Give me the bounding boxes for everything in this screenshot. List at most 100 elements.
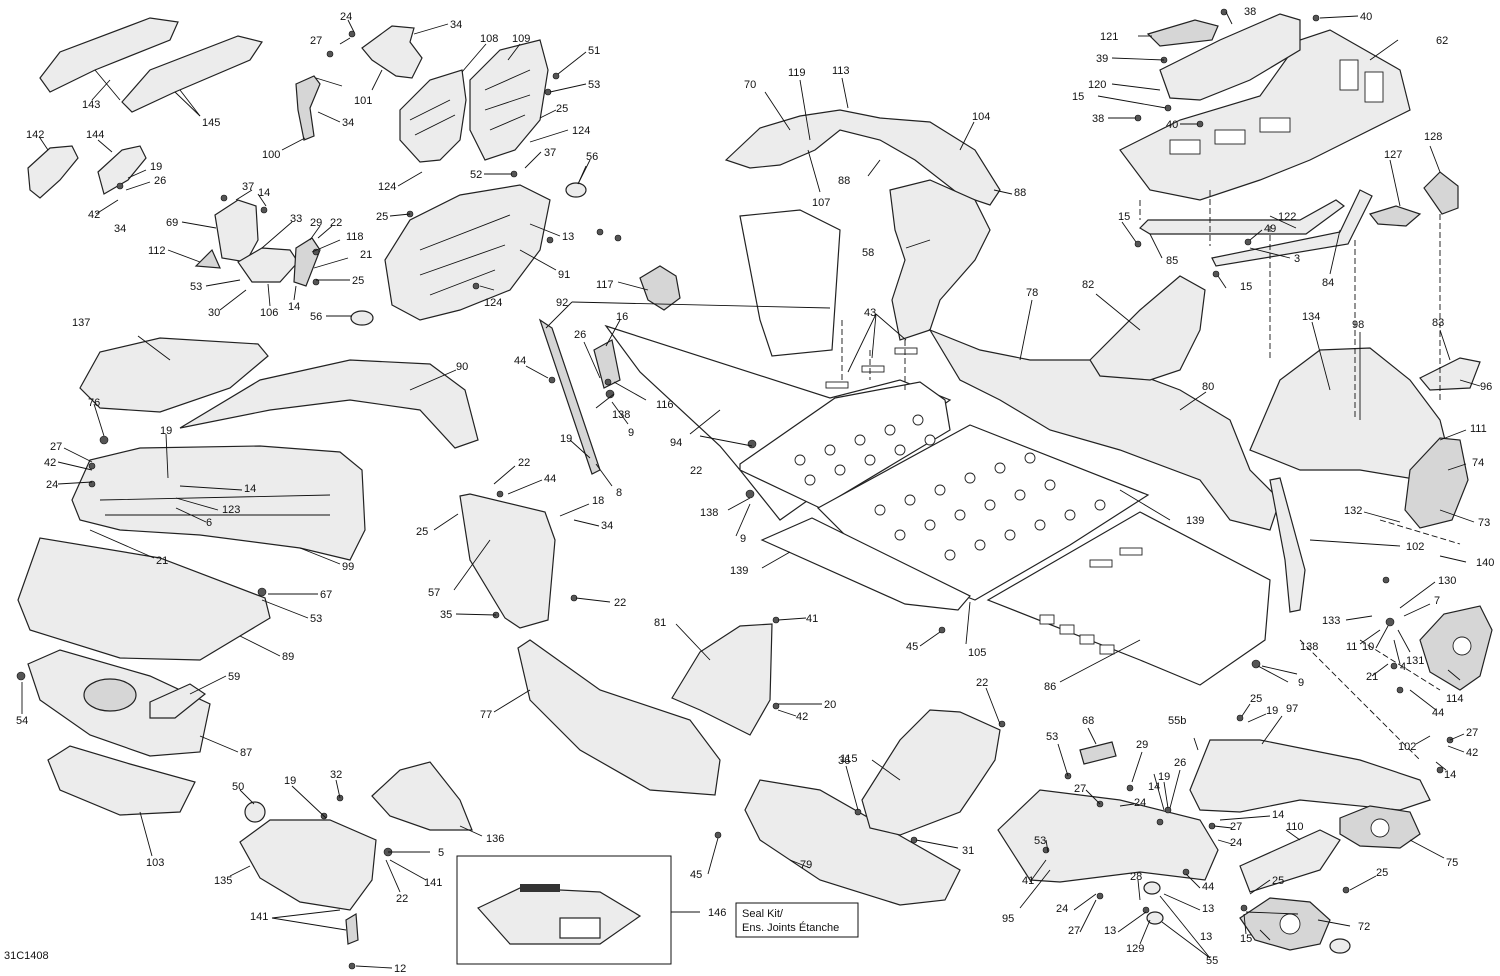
callout: 8 [616,487,622,499]
callout: 86 [1044,681,1056,693]
part-69 [214,199,259,263]
callout: 88 [1014,187,1026,199]
callout: 33 [290,213,302,225]
callout: 140 [1476,557,1494,569]
part-62-rear-rack [1119,29,1411,201]
callout: 15 [1118,211,1130,223]
part-89 [17,537,271,661]
callout: 74 [1472,457,1484,469]
callout: 43 [864,307,876,319]
callout: 37 [242,181,254,193]
part-142 [27,145,79,199]
callout: 107 [812,197,830,209]
callout: 139 [1186,515,1204,527]
callout: 138 [1300,641,1318,653]
callout: 19 [1266,705,1278,717]
part-56-plug-b [350,310,374,326]
callout: 27 [50,441,62,453]
part-83 [1419,357,1481,391]
callout: 58 [862,247,874,259]
part-91 [384,184,551,321]
callout: 44 [544,473,556,485]
callout: 59 [228,671,240,683]
callout: 91 [558,269,570,281]
callout: 54 [16,715,28,727]
callout: 36 [838,755,850,767]
callout: 34 [450,19,462,31]
callout: 44 [1432,707,1444,719]
callout: 44 [1202,881,1214,893]
callout: 13 [562,231,574,243]
callout: 118 [346,231,364,243]
callout: 119 [788,67,806,79]
callout: 101 [354,95,372,107]
callout: 111 [1470,423,1487,435]
seal-kit-box [456,855,859,965]
callout: 20 [824,699,836,711]
callout: 124 [572,125,590,137]
part-141-clip [345,912,359,945]
callout: 4 [1400,661,1406,673]
assembly-dashed-lines [841,190,1461,761]
callout: 114 [1446,693,1464,705]
callout: 25 [1376,867,1388,879]
callout: 53 [310,613,322,625]
callout: 50 [232,781,244,793]
callout: 120 [1088,79,1106,91]
callout: 115 [840,753,858,765]
drawing-code: 31C1408 [4,950,49,962]
callout: 27 [1074,783,1086,795]
callout: 80 [1202,381,1214,393]
callout: 42 [44,457,56,469]
callout: 25 [556,103,568,115]
callout: 14 [244,483,256,495]
callout: 24 [1230,837,1242,849]
callout: 134 [1302,311,1320,323]
callout: 96 [1480,381,1492,393]
callout: 26 [1174,757,1186,769]
callout: 24 [340,11,352,23]
callout: 122 [1278,211,1296,223]
part-90 [179,359,479,449]
part-115 [861,709,1001,836]
callout: 29 [310,217,322,229]
callout: 100 [262,149,280,161]
callout: 144 [86,129,104,141]
part-92-strip [538,318,601,475]
callout: 45 [906,641,918,653]
callout: 110 [1286,821,1304,833]
callout: 108 [480,33,498,45]
callout: 34 [114,223,126,235]
callout: 24 [46,479,58,491]
callout: 143 [82,99,100,111]
part-117 [639,265,681,311]
callout: 25 [1272,875,1284,887]
callout: 53 [1034,835,1046,847]
part-137 [79,337,269,413]
callout: 27 [310,35,322,47]
part-86-plate [986,511,1271,686]
part-68 [1079,741,1117,765]
callout: 55 [1206,955,1218,967]
part-97 [1189,739,1431,813]
callout: 117 [596,279,614,291]
callout: 27 [1466,727,1478,739]
callout: 136 [486,833,504,845]
callout: 56 [310,311,322,323]
callout: 73 [1478,517,1490,529]
part-110 [1239,829,1341,893]
callout: 53 [588,79,600,91]
seal-kit-label-line1: Seal Kit/ [742,908,784,920]
callout: 141 [424,877,442,889]
callout: 51 [588,45,600,57]
part-upper-rack [1159,13,1301,101]
callout: 25 [352,275,364,287]
callout: 56 [586,151,598,163]
callout: 25 [416,526,428,538]
callout: 53 [1046,731,1058,743]
callout: 99 [342,561,354,573]
callout: 11 [1346,641,1357,653]
callout: 138 [700,507,718,519]
part-70-104-upper-frame [724,109,1001,206]
callout: 24 [1056,903,1068,915]
